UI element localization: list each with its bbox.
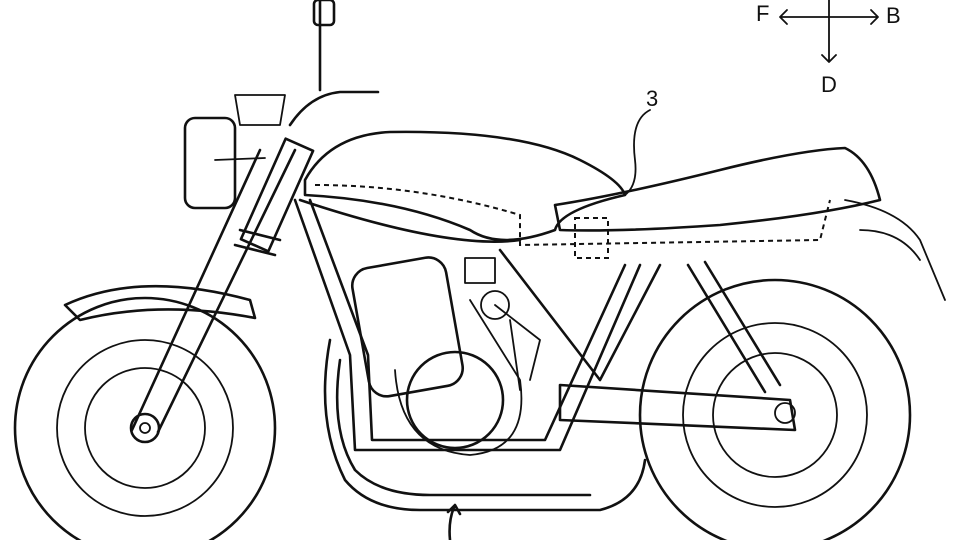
seat [553, 146, 882, 232]
direction-label-front: F [756, 1, 770, 26]
direction-label-down: D [821, 72, 837, 97]
frame [293, 198, 662, 452]
swingarm [558, 383, 797, 432]
view-direction-arrow [446, 503, 462, 540]
front-wheel [13, 296, 277, 540]
rear-wheel [638, 278, 912, 540]
rear-fender [844, 199, 946, 301]
under-cowl [323, 338, 647, 512]
tank-internal-outline [314, 184, 831, 259]
meter [214, 94, 286, 161]
leader-line-3 [624, 109, 651, 196]
reference-numeral-3: 3 [646, 86, 659, 111]
engine-cylinder [350, 256, 465, 398]
rear-shock [686, 260, 782, 394]
rear-axle [774, 402, 796, 424]
carburetor [464, 257, 496, 284]
crankcase [405, 350, 505, 450]
headlight [183, 116, 237, 210]
engine-case [394, 299, 523, 456]
shift-linkage [494, 304, 541, 391]
front-fender [63, 284, 257, 322]
direction-label-back: B [886, 3, 901, 28]
direction-indicator-arrows [779, 0, 879, 63]
gear-linkage [480, 290, 510, 320]
front-fork [130, 148, 297, 434]
mirror [312, 0, 336, 27]
fork-tube [239, 137, 315, 253]
handlebar [288, 0, 380, 127]
